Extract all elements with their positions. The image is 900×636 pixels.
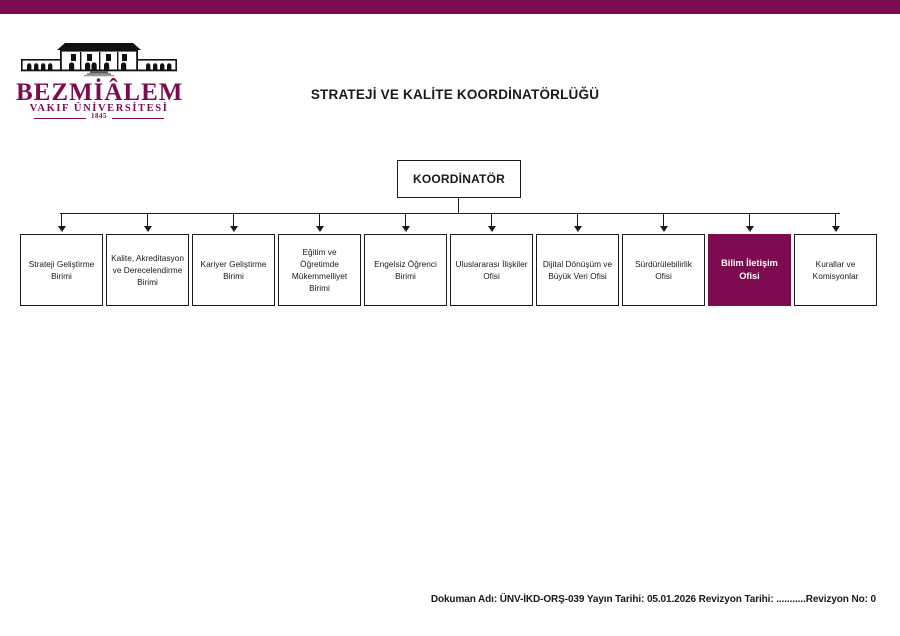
org-node-unit-label: Uluslararası İlişkiler Ofisi [455, 258, 528, 281]
org-node-unit-label: Kariyer Geliştirme Birimi [200, 258, 267, 281]
historic-building-icon [21, 43, 177, 77]
connector-arrowhead-icon [315, 226, 324, 232]
connector-drop-line [576, 213, 579, 228]
org-node-unit[interactable]: Uluslararası İlişkiler Ofisi [450, 234, 533, 306]
connector-arrowhead-icon [487, 226, 496, 232]
org-node-unit[interactable]: Kalite, Akreditasyon ve Derecelendirme B… [106, 234, 189, 306]
top-accent-bar [0, 0, 900, 14]
connector-drop-line [404, 213, 407, 228]
logo-rule-right [112, 118, 164, 119]
page-title: STRATEJİ VE KALİTE KOORDİNATÖRLÜĞÜ [310, 87, 600, 102]
org-node-unit[interactable]: Bilim İletişim Ofisi [708, 234, 791, 306]
connector-drop-line [834, 213, 837, 228]
connector-arrowhead-icon [229, 226, 238, 232]
org-node-unit[interactable]: Eğitim ve Öğretimde Mükemmelliyet Birimi [278, 234, 361, 306]
connector-arrowhead-icon [57, 226, 66, 232]
university-logo: BEZMİÂLEM VAKIF ÜNİVERSİTESİ 1845 [16, 40, 182, 124]
org-node-unit[interactable]: Engelsiz Öğrenci Birimi [364, 234, 447, 306]
org-node-unit-label: Dijital Dönüşüm ve Büyük Veri Ofisi [542, 258, 613, 281]
connector-drop-line [232, 213, 235, 228]
connector-arrowhead-icon [573, 226, 582, 232]
connector-drop-line [318, 213, 321, 228]
org-node-unit[interactable]: Kariyer Geliştirme Birimi [192, 234, 275, 306]
connector-root-stem [458, 198, 460, 214]
org-node-root-label: KOORDİNATÖR [413, 172, 505, 186]
logo-subtitle: VAKIF ÜNİVERSİTESİ [29, 103, 169, 114]
org-node-root: KOORDİNATÖR [397, 160, 521, 198]
org-node-unit-label: Strateji Geliştirme Birimi [28, 258, 95, 281]
connector-drop-line [662, 213, 665, 228]
connector-drop-line [60, 213, 63, 228]
logo-rule-left [34, 118, 86, 119]
footer-document-info: Dokuman Adı: ÜNV-İKD-ORŞ-039 Yayın Tarih… [430, 594, 876, 605]
org-node-unit-label: Sürdürülebilirlik Ofisi [635, 258, 692, 281]
org-node-unit[interactable]: Dijital Dönüşüm ve Büyük Veri Ofisi [536, 234, 619, 306]
connector-arrowhead-icon [659, 226, 668, 232]
connector-horizontal-bus [60, 213, 840, 215]
connector-drop-line [146, 213, 149, 228]
connector-drop-line [490, 213, 493, 228]
org-node-unit-label: Kalite, Akreditasyon ve Derecelendirme B… [111, 252, 184, 287]
org-node-unit-label: Eğitim ve Öğretimde Mükemmelliyet Birimi [291, 246, 348, 294]
connector-arrowhead-icon [831, 226, 840, 232]
org-node-unit[interactable]: Kurallar ve Komisyonlar [794, 234, 877, 306]
connector-arrowhead-icon [143, 226, 152, 232]
org-node-unit[interactable]: Strateji Geliştirme Birimi [20, 234, 103, 306]
connector-arrowhead-icon [401, 226, 410, 232]
org-node-unit-label: Kurallar ve Komisyonlar [812, 258, 859, 281]
org-node-unit-label: Bilim İletişim Ofisi [721, 257, 778, 281]
logo-wordmark: BEZMİÂLEM [16, 79, 184, 106]
connector-arrowhead-icon [745, 226, 754, 232]
org-node-unit-label: Engelsiz Öğrenci Birimi [374, 258, 437, 281]
org-node-unit[interactable]: Sürdürülebilirlik Ofisi [622, 234, 705, 306]
connector-drop-line [748, 213, 751, 228]
logo-year: 1845 [91, 112, 107, 120]
